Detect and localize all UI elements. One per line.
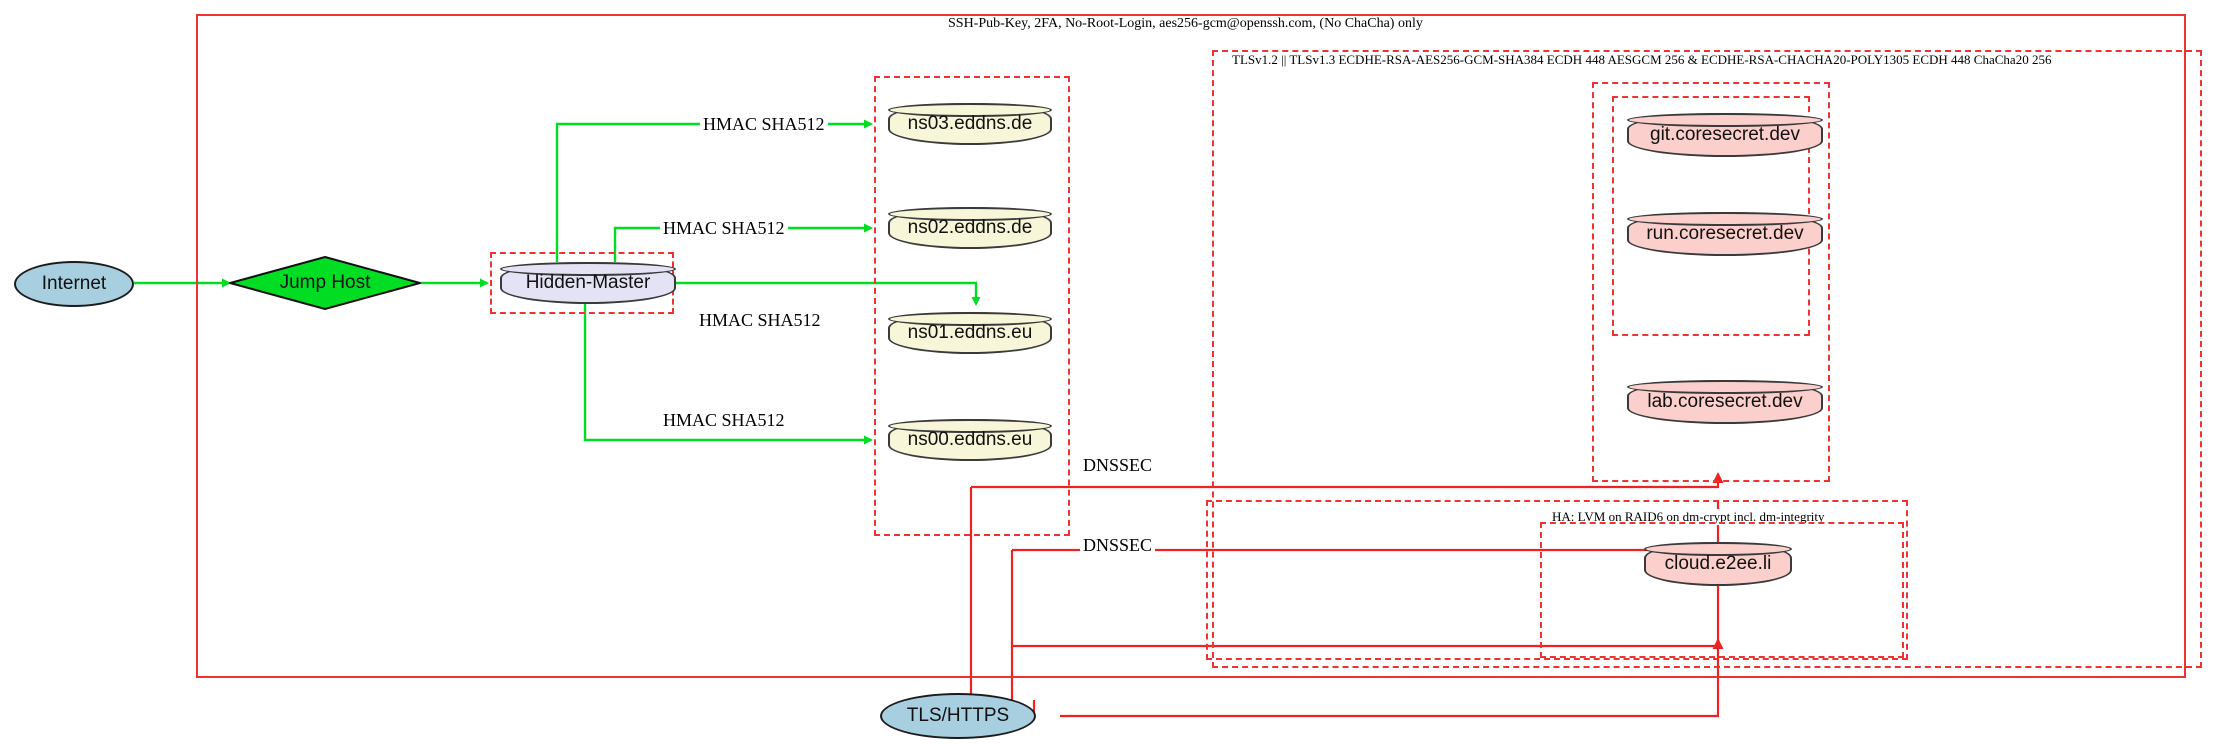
node-run-coresecret-label: run.coresecret.dev	[1646, 223, 1804, 244]
node-ns02-label: ns02.eddns.de	[907, 217, 1033, 238]
node-jump-host[interactable]: Jump Host	[229, 256, 421, 310]
diamond-shape	[229, 256, 421, 310]
node-ns03[interactable]: ns03.eddns.de	[888, 103, 1052, 145]
node-lab-coresecret-label: lab.coresecret.dev	[1647, 391, 1803, 412]
edge-label-hmac-ns03: HMAC SHA512	[700, 114, 828, 135]
node-ns00[interactable]: ns00.eddns.eu	[888, 419, 1052, 461]
edge-label-dnssec-lower: DNSSEC	[1080, 535, 1156, 556]
cluster-ha-label: HA: LVM on RAID6 on dm-crypt incl. dm-in…	[1548, 509, 1829, 525]
edge-label-hmac-ns01: HMAC SHA512	[696, 310, 824, 331]
node-ns01[interactable]: ns01.eddns.eu	[888, 312, 1052, 354]
cluster-tls-boundary	[1212, 50, 2202, 668]
node-run-coresecret[interactable]: run.coresecret.dev	[1627, 212, 1823, 256]
node-lab-coresecret[interactable]: lab.coresecret.dev	[1627, 380, 1823, 424]
cluster-ssh-boundary	[196, 14, 2186, 678]
cluster-coresecret-outer	[1592, 82, 1830, 482]
edge-label-hmac-ns00: HMAC SHA512	[660, 410, 788, 431]
edge-label-dnssec-upper: DNSSEC	[1080, 455, 1156, 476]
cluster-ssh-label: SSH-Pub-Key, 2FA, No-Root-Login, aes256-…	[944, 16, 1427, 32]
node-tls-https[interactable]: TLS/HTTPS	[880, 693, 1036, 739]
node-internet-label: Internet	[41, 273, 107, 294]
cluster-tls-label: TLSv1.2 || TLSv1.3 ECDHE-RSA-AES256-GCM-…	[1228, 52, 2056, 68]
cluster-ha-boundary	[1206, 500, 1908, 660]
node-hidden-master-label: Hidden-Master	[525, 272, 651, 293]
node-tls-https-label: TLS/HTTPS	[906, 705, 1010, 726]
node-hidden-master[interactable]: Hidden-Master	[500, 262, 676, 304]
node-jump-host-label: Jump Host	[279, 272, 371, 293]
node-cloud-e2ee[interactable]: cloud.e2ee.li	[1644, 542, 1792, 586]
node-git-coresecret-label: git.coresecret.dev	[1650, 124, 1800, 145]
cluster-cloud-boundary	[1540, 522, 1904, 658]
node-ns00-label: ns00.eddns.eu	[907, 429, 1033, 450]
node-ns02[interactable]: ns02.eddns.de	[888, 207, 1052, 249]
node-internet[interactable]: Internet	[14, 261, 134, 307]
edge-label-hmac-ns02: HMAC SHA512	[660, 218, 788, 239]
cluster-dns-boundary	[874, 76, 1070, 536]
node-git-coresecret[interactable]: git.coresecret.dev	[1627, 113, 1823, 157]
node-ns01-label: ns01.eddns.eu	[907, 322, 1033, 343]
node-cloud-e2ee-label: cloud.e2ee.li	[1664, 553, 1772, 574]
node-ns03-label: ns03.eddns.de	[907, 113, 1033, 134]
